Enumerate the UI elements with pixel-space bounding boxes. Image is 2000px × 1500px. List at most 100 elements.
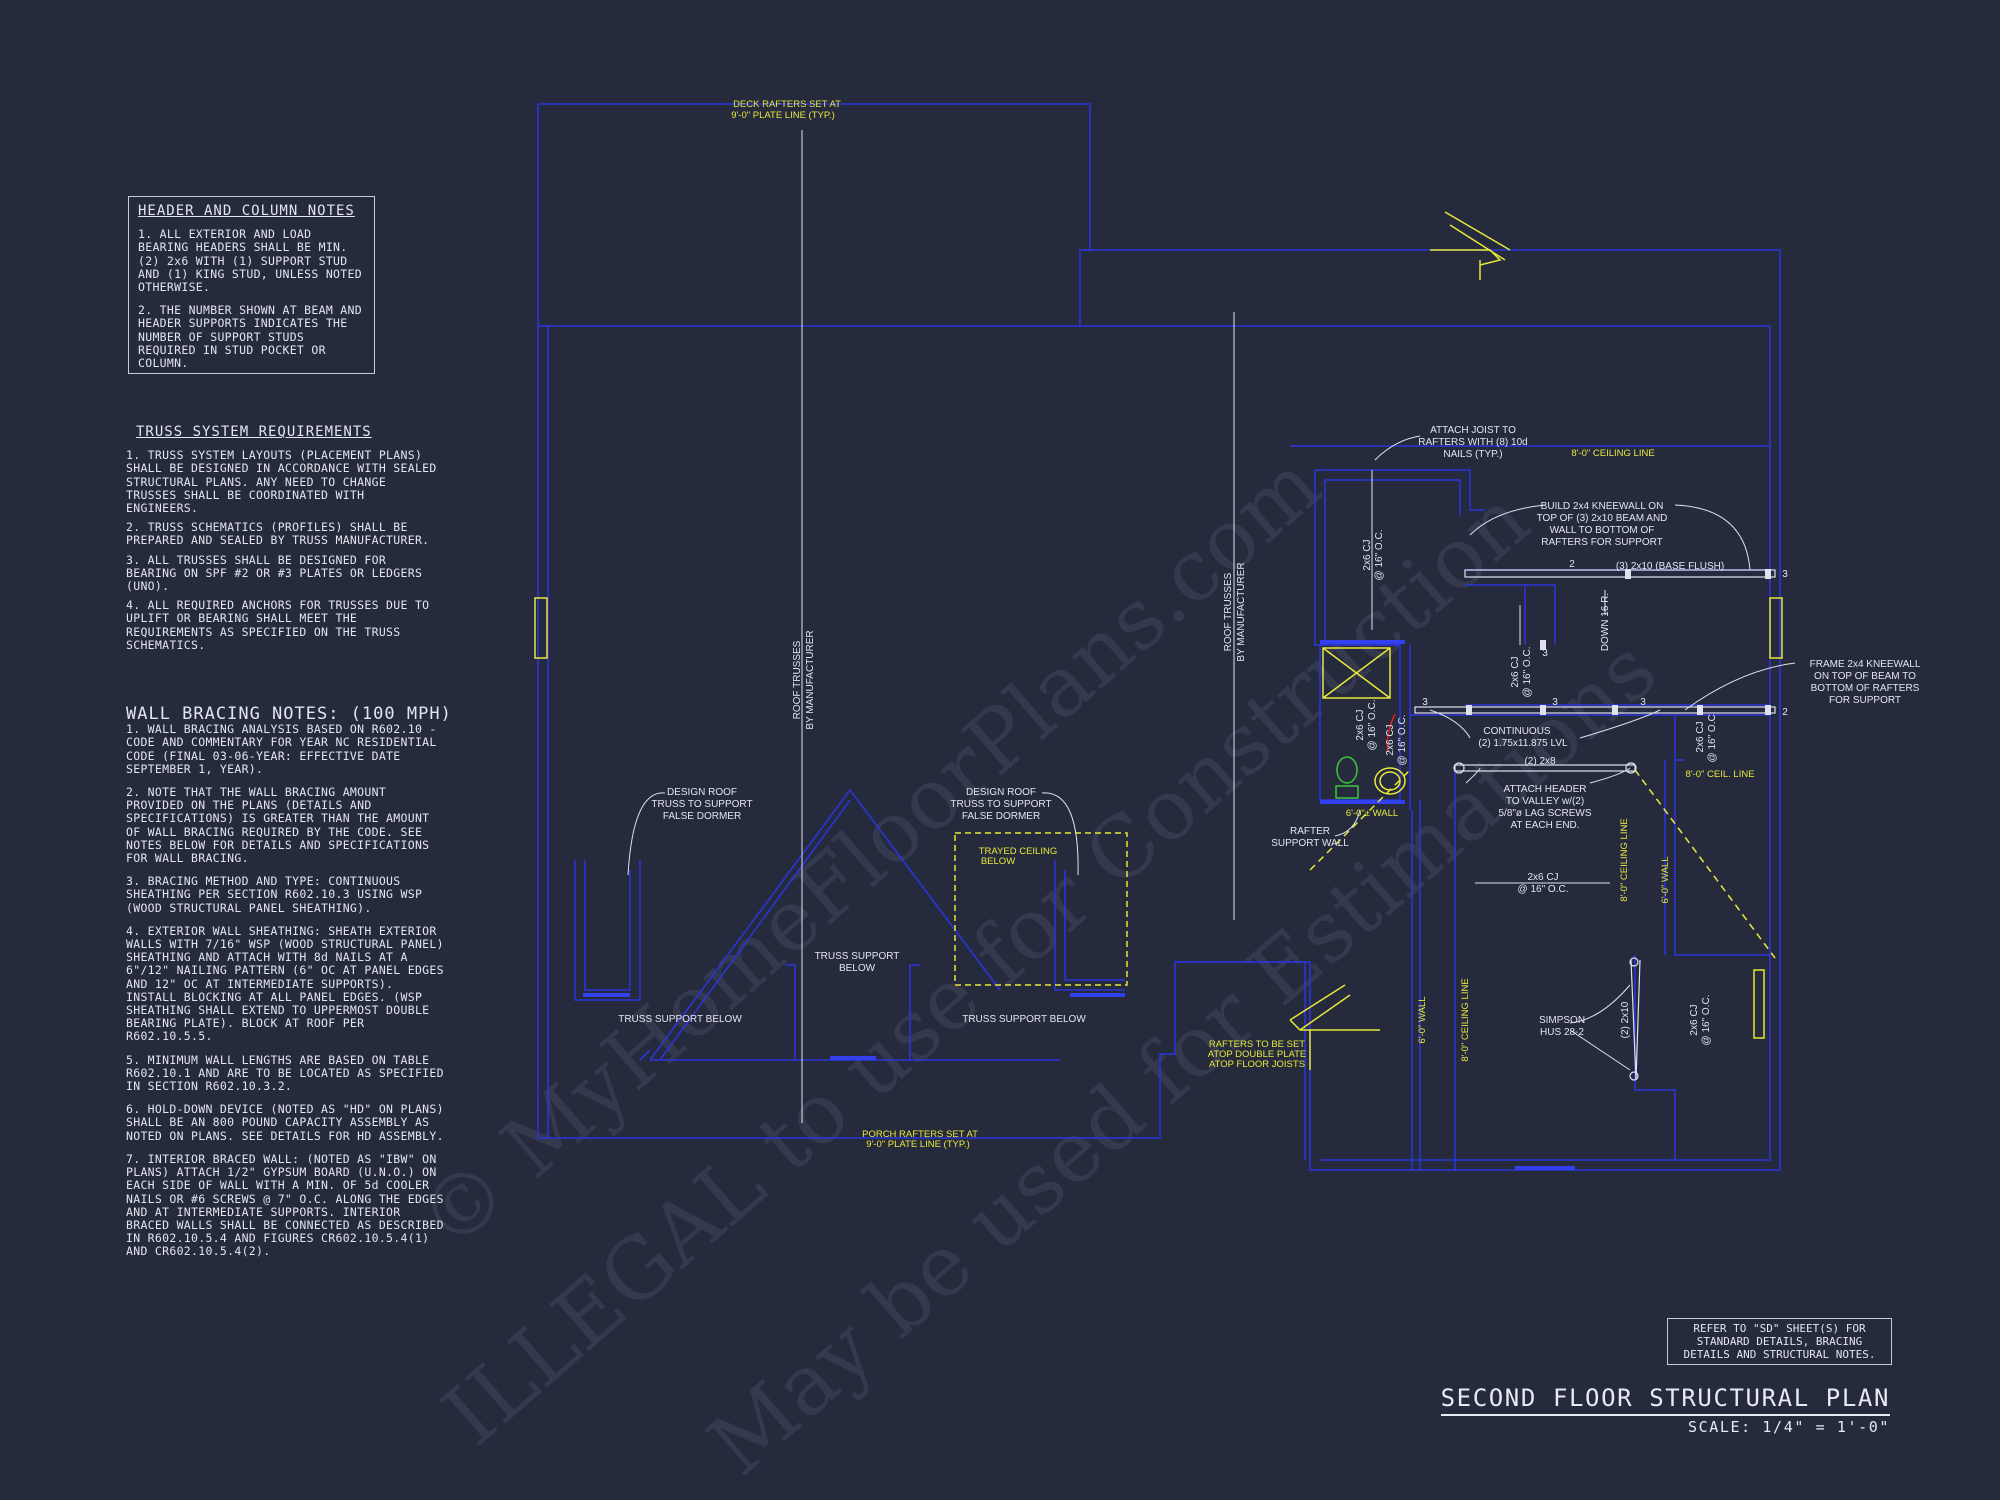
header-note-2: 2. THE NUMBER SHOWN AT BEAM AND HEADER S…	[138, 303, 362, 371]
cj-lower-label-1: 2x6 CJ	[1689, 1004, 1700, 1035]
build-kneewall-label-2: TOP OF (3) 2x10 BEAM AND	[1537, 513, 1668, 524]
ceiling-line-label: 8'-0" CEILING LINE	[1571, 448, 1654, 459]
cj-right-label-1: 2x6 CJ	[1695, 721, 1706, 752]
wall-6-vertical-label: 6'-0" WALL	[1417, 996, 1428, 1043]
cj-bottom-label-2: @ 16" O.C.	[1518, 884, 1569, 895]
beam-3-2x10-label: (3) 2x10 (BASE FLUSH)	[1616, 561, 1724, 572]
truss-notes-title: TRUSS SYSTEM REQUIREMENTS	[136, 424, 372, 440]
sheet-title: SECOND FLOOR STRUCTURAL PLAN	[1400, 1384, 1890, 1416]
bracing-note-6: 6. HOLD-DOWN DEVICE (NOTED AS "HD" ON PL…	[126, 1102, 444, 1143]
design-roof-right-2: TRUSS TO SUPPORT	[950, 799, 1051, 810]
reference-note-line-3: DETAILS AND STRUCTURAL NOTES.	[1683, 1348, 1876, 1361]
frame-kneewall-label-4: FOR SUPPORT	[1829, 695, 1901, 706]
truss-note-1: 1. TRUSS SYSTEM LAYOUTS (PLACEMENT PLANS…	[126, 448, 437, 516]
reference-note: REFER TO "SD" SHEET(S) FOR STANDARD DETA…	[1667, 1318, 1892, 1365]
build-kneewall-label-3: WALL TO BOTTOM OF	[1550, 525, 1655, 536]
stud-count-4: 3	[1422, 697, 1428, 708]
rafters-set-label-1: RAFTERS TO BE SET	[1209, 1039, 1305, 1050]
plan-bearing-walls	[583, 640, 1575, 1170]
stud-count-7: 2	[1782, 707, 1788, 718]
rafters-set-label-2: ATOP DOUBLE PLATE	[1208, 1049, 1307, 1060]
stud-count-3: 3	[1542, 648, 1548, 659]
stud-marks	[1466, 569, 1771, 715]
toilet-symbol	[1335, 756, 1359, 799]
continuous-label-2: (2) 1.75x11.875 LVL	[1478, 738, 1568, 749]
beam-2-2x8-label: (2) 2x8	[1524, 756, 1556, 767]
cj-small2-label-2: @ 16" O.C.	[1397, 715, 1408, 766]
roof-trusses-left-2: BY MANUFACTURER	[805, 630, 816, 729]
rafter-support-label-1: RAFTER	[1290, 826, 1330, 837]
wall-6-vertical-label-2: 6'-0" WALL	[1660, 856, 1671, 903]
header-column-notes: HEADER AND COLUMN NOTES 1. ALL EXTERIOR …	[128, 196, 375, 374]
frame-kneewall-label-3: BOTTOM OF RAFTERS	[1811, 683, 1920, 694]
plan-yellow-marks	[534, 211, 1783, 1070]
design-roof-left-1: DESIGN ROOF	[667, 787, 737, 798]
frame-kneewall-label-2: ON TOP OF BEAM TO	[1814, 671, 1916, 682]
design-roof-left-2: TRUSS TO SUPPORT	[651, 799, 752, 810]
dimension-lines	[801, 130, 1610, 1123]
attach-header-label-4: AT EACH END.	[1510, 820, 1579, 831]
stud-count-1: 2	[1569, 559, 1575, 570]
design-roof-left-3: FALSE DORMER	[663, 811, 741, 822]
leader-lines	[627, 435, 1796, 1071]
truss-support-below-left: TRUSS SUPPORT BELOW	[618, 1014, 742, 1025]
wall-6-label: 6'-0"± WALL	[1346, 808, 1398, 819]
plan-walls	[537, 103, 1781, 1171]
reference-note-line-2: STANDARD DETAILS, BRACING	[1696, 1335, 1863, 1348]
truss-support-center-2: BELOW	[839, 963, 876, 974]
plan-beams	[1414, 569, 1776, 1081]
attach-header-label-1: ATTACH HEADER	[1504, 784, 1587, 795]
cj-upper-label-2: @ 16" O.C.	[1374, 530, 1385, 581]
yellow-labels: DECK RAFTERS SET AT 9'-0" PLATE LINE (TY…	[731, 99, 1754, 1150]
design-roof-right-3: FALSE DORMER	[962, 811, 1040, 822]
porch-rafters-label-2: 9'-0" PLATE LINE (TYP.)	[866, 1139, 970, 1150]
header-note-1: 1. ALL EXTERIOR AND LOAD BEARING HEADERS…	[138, 227, 362, 295]
simpson-label-1: SIMPSON	[1539, 1015, 1585, 1026]
rafters-set-label-3: ATOP FLOOR JOISTS	[1209, 1059, 1305, 1070]
cj-mid-label-2: @ 16" O.C.	[1522, 647, 1533, 698]
trayed-ceiling-label-2: BELOW	[981, 856, 1015, 867]
cj-mid-label-1: 2x6 CJ	[1510, 656, 1521, 687]
cj-lower-label-2: @ 16" O.C.	[1701, 995, 1712, 1046]
ceiling-8-vertical-label: 8'-0" CEILING LINE	[1460, 978, 1471, 1061]
bracing-note-5: 5. MINIMUM WALL LENGTHS ARE BASED ON TAB…	[126, 1052, 444, 1094]
attach-joist-label-2: RAFTERS WITH (8) 10d	[1418, 437, 1527, 448]
truss-note-3: 3. ALL TRUSSES SHALL BE DESIGNED FOR BEA…	[126, 552, 423, 594]
build-kneewall-label-4: RAFTERS FOR SUPPORT	[1541, 537, 1663, 548]
ceiling-8-vertical-label-2: 8'-0" CEILING LINE	[1619, 818, 1630, 901]
stud-count-5: 3	[1552, 697, 1558, 708]
deck-rafters-label-1: DECK RAFTERS SET AT	[733, 99, 841, 110]
truss-note-2: 2. TRUSS SCHEMATICS (PROFILES) SHALL BE …	[126, 520, 430, 548]
cj-right-label-2: @ 16" O.C.	[1707, 712, 1718, 763]
wall-bracing-notes: WALL BRACING NOTES: (100 MPH) 1. WALL BR…	[126, 705, 451, 1269]
bracing-note-1: 1. WALL BRACING ANALYSIS BASED ON R602.1…	[126, 722, 437, 776]
ceil-line-label: 8'-0" CEIL. LINE	[1685, 769, 1754, 780]
down-16r-label: DOWN 16 R.	[1600, 593, 1611, 651]
roof-trusses-left-1: ROOF TRUSSES	[792, 640, 803, 719]
rafter-support-label-2: SUPPORT WALL	[1271, 838, 1349, 849]
design-roof-right-1: DESIGN ROOF	[966, 787, 1036, 798]
cj-small-label-2: @ 16" O.C.	[1367, 700, 1378, 751]
truss-note-4: 4. ALL REQUIRED ANCHORS FOR TRUSSES DUE …	[126, 598, 430, 652]
stud-count-6: 3	[1640, 697, 1646, 708]
bracing-note-2: 2. NOTE THAT THE WALL BRACING AMOUNT PRO…	[126, 785, 430, 866]
beam-2-2x10-label: (2) 2x10	[1620, 1001, 1631, 1038]
attach-header-label-2: TO VALLEY w/(2)	[1506, 796, 1584, 807]
header-notes-title: HEADER AND COLUMN NOTES	[138, 203, 355, 219]
bracing-note-3: 3. BRACING METHOD AND TYPE: CONTINUOUS S…	[126, 874, 423, 915]
attach-joist-label-3: NAILS (TYP.)	[1443, 449, 1502, 460]
cj-bottom-label-1: 2x6 CJ	[1527, 872, 1558, 883]
deck-rafters-label-2: 9'-0" PLATE LINE (TYP.)	[731, 110, 835, 121]
door-swing-red	[1386, 713, 1396, 753]
cj-small-label-1: 2x6 CJ	[1355, 709, 1366, 740]
sheet-scale: SCALE: 1/4" = 1'-0"	[1688, 1418, 1890, 1436]
truss-system-notes: TRUSS SYSTEM REQUIREMENTS 1. TRUSS SYSTE…	[126, 424, 438, 658]
attach-header-label-3: 5/8"ø LAG SCREWS	[1498, 808, 1591, 819]
porch-rafters-label-1: PORCH RAFTERS SET AT	[862, 1129, 978, 1140]
bracing-note-7: 7. INTERIOR BRACED WALL: (NOTED AS "IBW"…	[126, 1151, 444, 1259]
sheet-title-text: SECOND FLOOR STRUCTURAL PLAN	[1440, 1384, 1890, 1416]
white-labels: ROOF TRUSSES BY MANUFACTURER ROOF TRUSSE…	[618, 425, 1921, 1045]
truss-support-below-right: TRUSS SUPPORT BELOW	[962, 1014, 1086, 1025]
roof-trusses-right-2: BY MANUFACTURER	[1236, 562, 1247, 661]
